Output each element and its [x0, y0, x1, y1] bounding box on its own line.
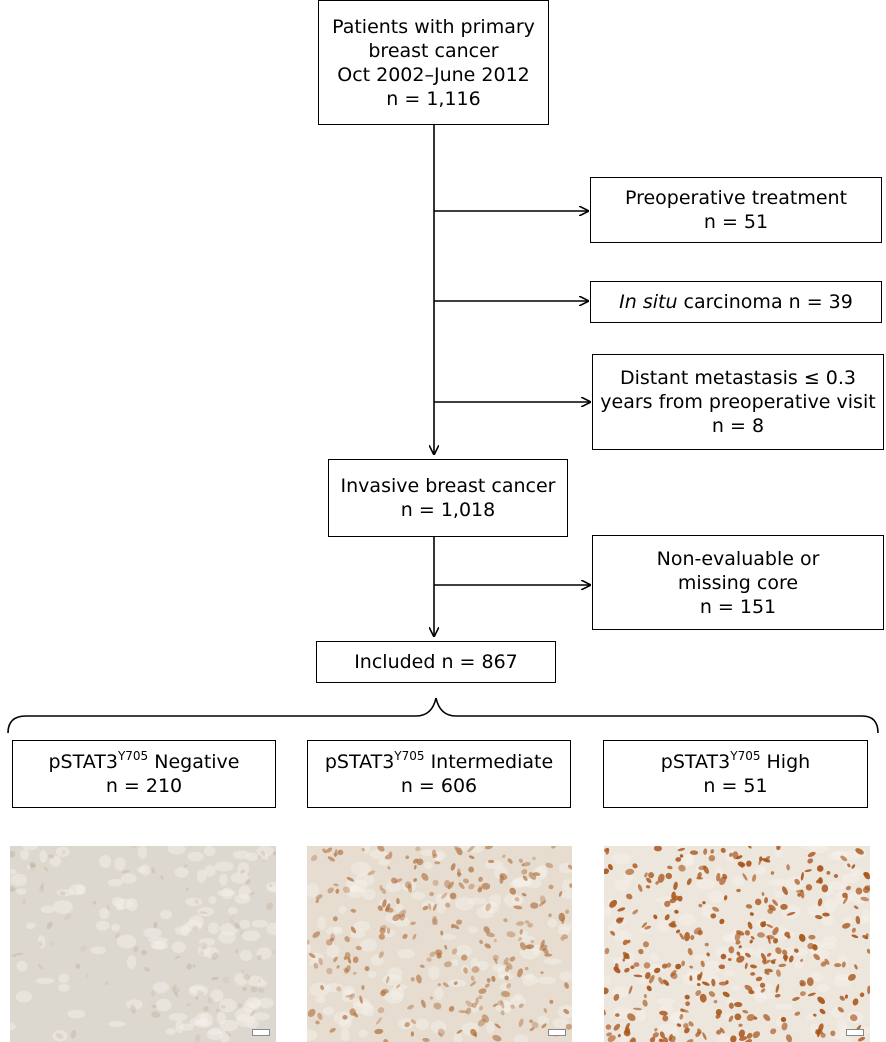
- group-count-negative: n = 210: [105, 775, 183, 797]
- patients-line3: Oct 2002–June 2012: [337, 63, 530, 86]
- scale-bar: [846, 1029, 864, 1036]
- micrograph-intermediate-texture: [307, 846, 572, 1042]
- scale-bar: [252, 1029, 270, 1036]
- group-label-high: pSTAT3Y705 High: [660, 749, 811, 773]
- group-count-intermediate: n = 606: [400, 775, 478, 797]
- group-box-negative: pSTAT3Y705 Negative n = 210: [12, 740, 276, 808]
- patients-line1: Patients with primary: [332, 15, 535, 38]
- group-brace: [7, 697, 879, 734]
- micrograph-intermediate: [307, 846, 572, 1042]
- patients-box: Patients with primary breast cancer Oct …: [318, 0, 549, 125]
- metastasis-line1: Distant metastasis ≤ 0.3: [619, 367, 856, 389]
- nonevaluable-box: Non-evaluable or missing core n = 151: [592, 535, 884, 630]
- preoperative-count: n = 51: [703, 211, 769, 233]
- micrograph-high: [604, 846, 870, 1042]
- invasive-count: n = 1,018: [400, 499, 496, 521]
- patients-line2: breast cancer: [368, 39, 499, 62]
- scale-bar: [548, 1029, 566, 1036]
- group-box-intermediate: pSTAT3Y705 Intermediate n = 606: [307, 740, 571, 808]
- included-label: Included n = 867: [354, 651, 518, 673]
- group-label-intermediate: pSTAT3Y705 Intermediate: [324, 749, 554, 773]
- invasive-label: Invasive breast cancer: [340, 475, 556, 497]
- micrograph-negative: [10, 846, 276, 1042]
- micrograph-negative-texture: [10, 846, 276, 1042]
- preoperative-box: Preoperative treatment n = 51: [590, 177, 882, 243]
- group-box-high: pSTAT3Y705 High n = 51: [603, 740, 868, 808]
- metastasis-count: n = 8: [711, 415, 765, 437]
- micrograph-high-texture: [604, 846, 870, 1042]
- patients-count: n = 1,116: [386, 87, 481, 110]
- group-count-high: n = 51: [703, 775, 768, 797]
- insitu-box: In situ carcinoma n = 39: [590, 281, 882, 323]
- insitu-italic: In situ: [619, 291, 678, 313]
- nonevaluable-line1: Non-evaluable or: [656, 547, 820, 570]
- metastasis-line2: years from preoperative visit: [600, 391, 876, 413]
- included-box: Included n = 867: [316, 641, 556, 683]
- nonevaluable-count: n = 151: [699, 595, 777, 618]
- insitu-rest: carcinoma n = 39: [677, 291, 853, 313]
- preoperative-label: Preoperative treatment: [624, 187, 848, 209]
- invasive-box: Invasive breast cancer n = 1,018: [328, 459, 568, 537]
- insitu-text: In situ carcinoma n = 39: [619, 290, 853, 314]
- metastasis-box: Distant metastasis ≤ 0.3 years from preo…: [592, 354, 884, 450]
- nonevaluable-line2: missing core: [677, 571, 799, 594]
- group-label-negative: pSTAT3Y705 Negative: [48, 749, 240, 773]
